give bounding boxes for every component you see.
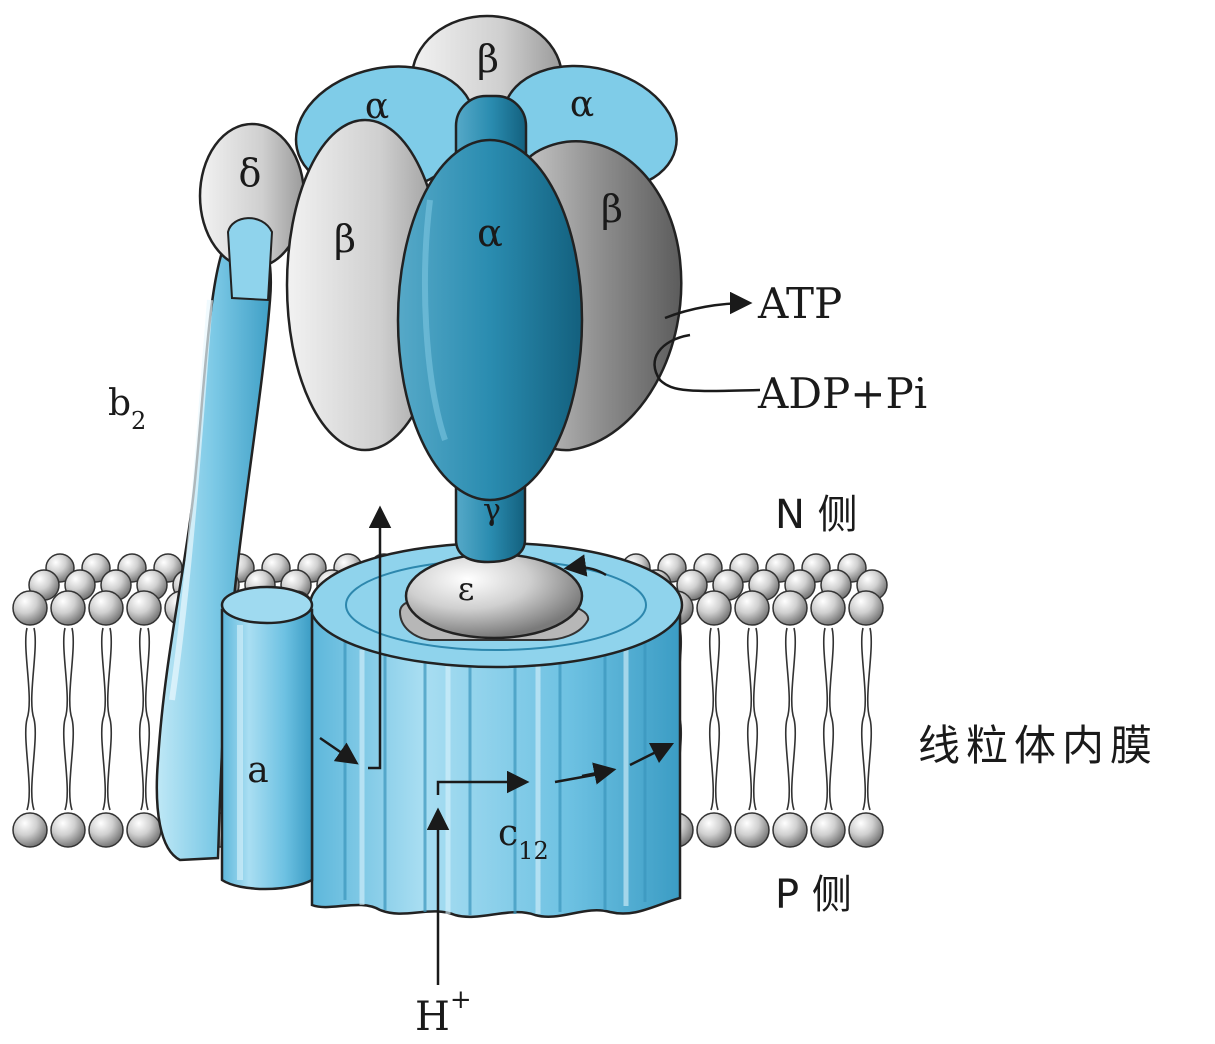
lipid-head — [848, 590, 884, 626]
lipid-head — [810, 812, 846, 848]
lipid-head — [772, 812, 808, 848]
lipid-head — [88, 812, 124, 848]
lipid-head — [12, 590, 48, 626]
label-b2: b2 — [108, 383, 146, 435]
lipid-tail — [100, 627, 113, 811]
lipid-head — [810, 590, 846, 626]
lipid-head — [696, 590, 732, 626]
label-beta-top: β — [477, 37, 499, 81]
lipid-head — [126, 812, 162, 848]
lipid-head — [50, 812, 86, 848]
label-adp-pi: ADP+Pi — [757, 369, 927, 418]
lipid-tail — [822, 627, 835, 811]
lipid-head — [696, 812, 732, 848]
lipid-head — [848, 812, 884, 848]
lipid-tail — [784, 627, 797, 811]
lipid-head — [88, 590, 124, 626]
lipid-tail — [24, 627, 37, 811]
c12-ring — [308, 541, 684, 919]
label-a: a — [247, 750, 268, 791]
proton-path — [319, 505, 675, 985]
lipid-tail — [708, 627, 721, 811]
label-beta-left: β — [334, 217, 356, 261]
label-membrane: 线粒体内膜 — [918, 721, 1158, 770]
lipid-head — [50, 590, 86, 626]
subunit-a — [220, 585, 314, 891]
label-c12: c12 — [498, 813, 549, 865]
lipid-tail — [138, 627, 151, 811]
lipid-head — [734, 812, 770, 848]
lipid-tail — [860, 627, 873, 811]
lipid-tail — [746, 627, 759, 811]
label-p-side: P 侧 — [775, 872, 852, 918]
lipid-tail — [62, 627, 75, 811]
label-alpha-front: α — [477, 211, 503, 255]
label-atp: ATP — [757, 279, 842, 328]
lipid-head — [126, 590, 162, 626]
atp-leader — [653, 291, 761, 393]
label-beta-right: β — [601, 187, 623, 231]
label-alpha-top-right: α — [570, 84, 594, 125]
subunit-epsilon — [398, 552, 590, 641]
lipid-head — [12, 812, 48, 848]
label-alpha-top-left: α — [365, 86, 389, 127]
label-h-plus: H+ — [415, 985, 472, 1040]
alpha-front — [396, 138, 584, 502]
lipid-head — [772, 590, 808, 626]
label-n-side: N 侧 — [775, 492, 858, 538]
label-epsilon: ε — [458, 570, 475, 608]
label-delta: δ — [239, 151, 262, 195]
lipid-head — [734, 590, 770, 626]
label-gamma: γ — [483, 493, 501, 528]
